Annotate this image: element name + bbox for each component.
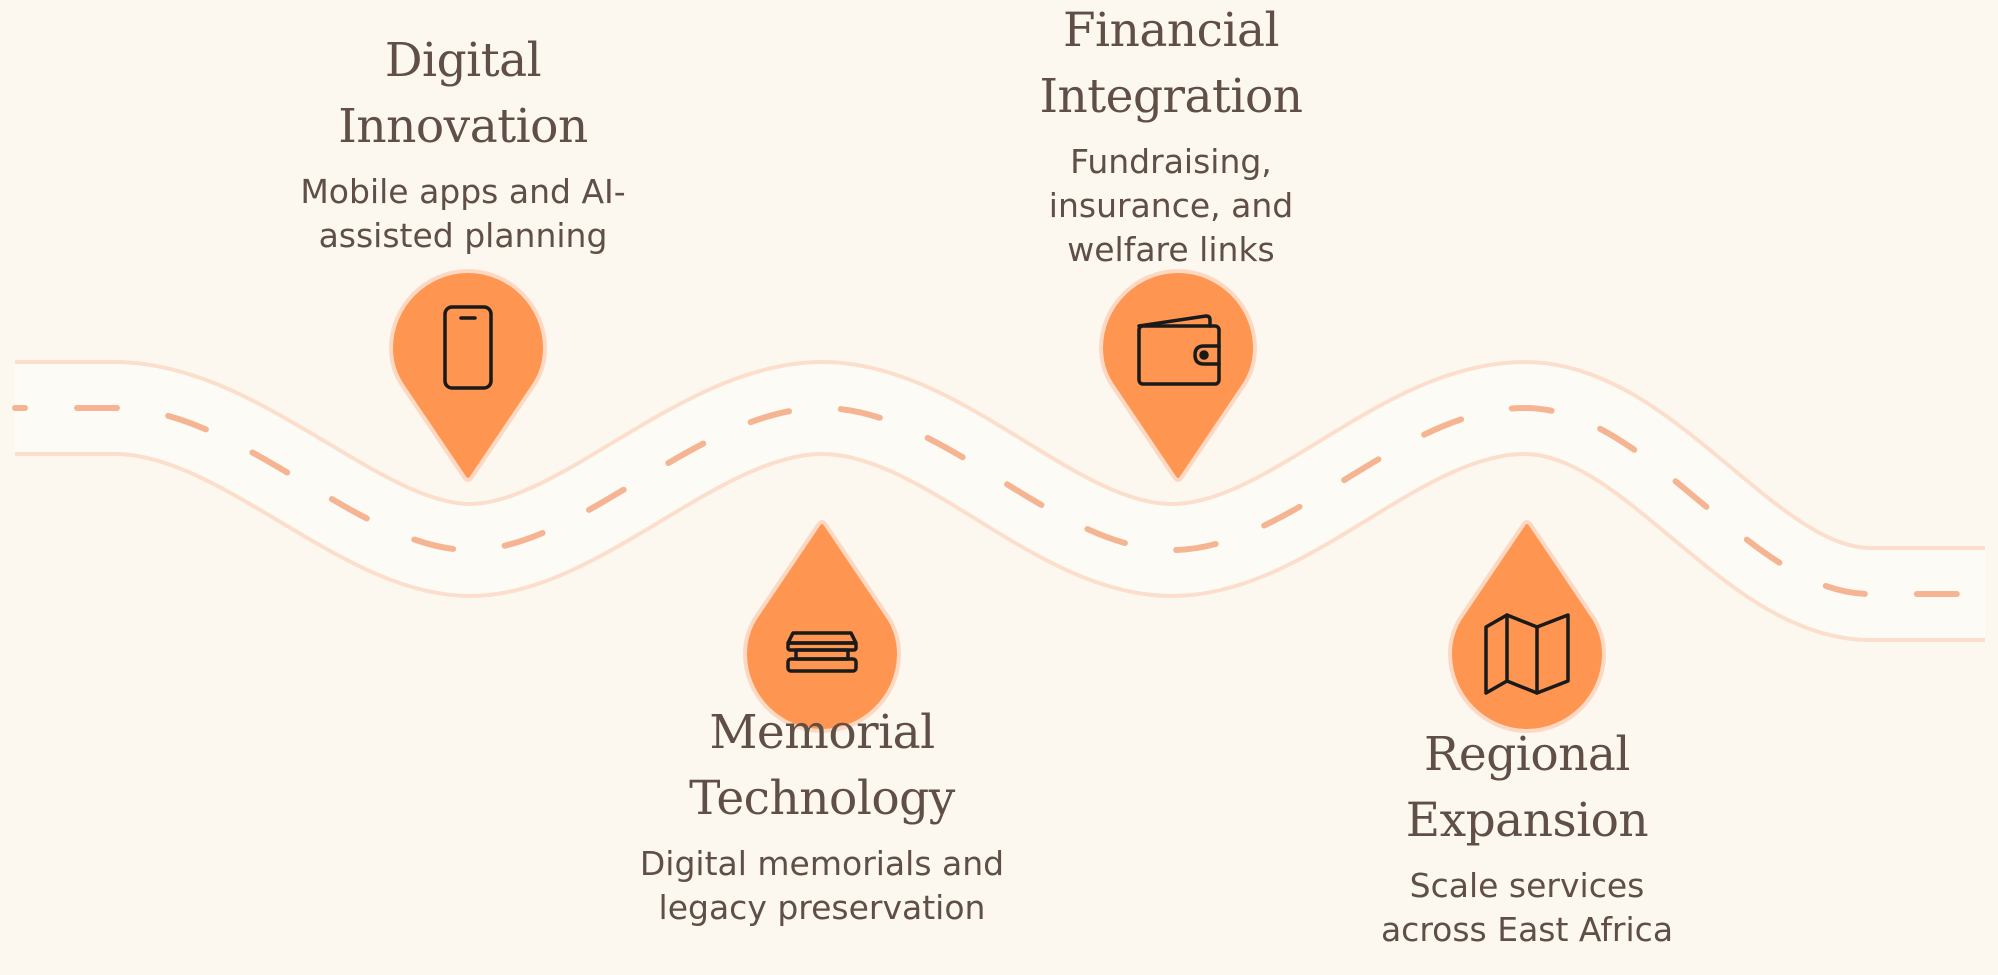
milestone-title: Memorial Technology xyxy=(689,705,955,826)
milestone-financial-integration: Financial Integration Fundraising, insur… xyxy=(987,0,1355,272)
wallet-icon xyxy=(1137,314,1221,386)
milestone-digital-innovation: Digital Innovation Mobile apps and AI-as… xyxy=(273,28,653,258)
pin-digital-innovation xyxy=(388,268,548,482)
milestone-memorial-technology: Memorial Technology Digital memorials an… xyxy=(632,700,1012,930)
milestone-description: Mobile apps and AI-assisted planning xyxy=(300,172,626,255)
road-lane-markings xyxy=(12,404,1988,597)
milestone-regional-expansion: Regional Expansion Scale services across… xyxy=(1352,722,1702,952)
pin-regional-expansion xyxy=(1447,520,1607,734)
milestone-description: Fundraising, insurance, and welfare link… xyxy=(1048,142,1294,269)
archive-box-icon xyxy=(786,631,858,673)
pin-memorial-technology xyxy=(742,520,902,734)
milestone-description: Scale services across East Africa xyxy=(1380,866,1674,949)
smartphone-icon xyxy=(443,305,493,390)
milestone-title: Digital Innovation xyxy=(338,33,588,154)
milestone-description: Digital memorials and legacy preservatio… xyxy=(639,844,1005,927)
pin-financial-integration xyxy=(1098,268,1258,482)
milestone-title: Regional Expansion xyxy=(1405,727,1649,848)
milestone-title: Financial Integration xyxy=(1039,3,1303,124)
map-icon xyxy=(1484,613,1570,695)
